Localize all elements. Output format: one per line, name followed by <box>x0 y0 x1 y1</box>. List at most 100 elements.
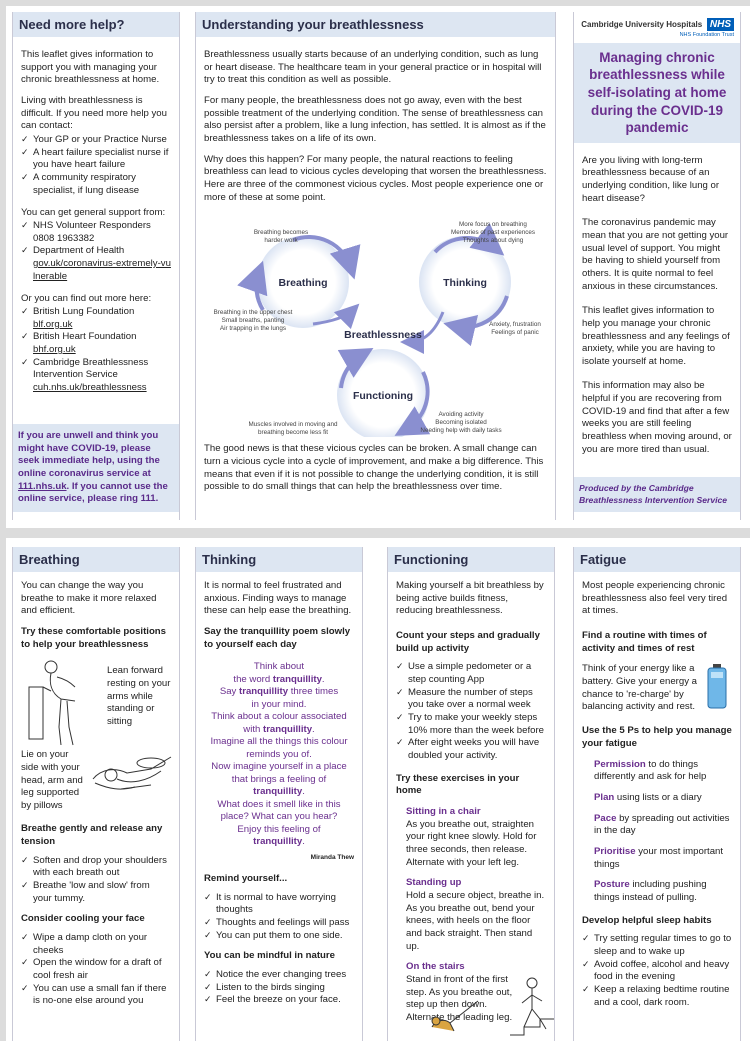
nhs-logo-block: Cambridge University Hospitals NHS NHS F… <box>574 12 740 39</box>
thinking-panel: Thinking It is normal to feel frustrated… <box>195 547 363 1041</box>
position-lie-side: Lie on your side with your head, arm and… <box>21 749 172 819</box>
list-item: Try to make your weekly steps 10% more t… <box>396 712 546 737</box>
list-item: You can put them to one side. <box>204 930 354 943</box>
list-item: Notice the ever changing trees <box>204 969 354 982</box>
lean-forward-illustration <box>28 660 76 746</box>
poem-line: Say tranquillity three times <box>219 686 339 698</box>
list-item: A heart failure specialist nurse if you … <box>21 147 171 172</box>
list-item: Your GP or your Practice Nurse <box>21 134 171 147</box>
list-item: Department of Healthgov.uk/coronavirus-e… <box>21 245 171 283</box>
cycle-arrow <box>394 371 431 437</box>
list-item: Open the window for a draft of cool fres… <box>21 957 171 982</box>
breathing-label: Breathing <box>278 277 327 289</box>
nhs111-link[interactable]: 111.nhs.uk <box>18 480 67 492</box>
cycle-arrow <box>292 235 361 280</box>
more-info-text: Or you can find out more here: <box>21 293 152 305</box>
diagram-note: Thoughts about dying <box>463 237 524 244</box>
poem-line: Now imagine yourself in a place <box>211 761 347 773</box>
list-item: Cambridge Breathlessness Intervention Se… <box>21 357 171 395</box>
org-name: Cambridge University Hospitals <box>581 20 703 29</box>
poem-line: Enjoy this feeling of <box>237 823 321 835</box>
cuh-link[interactable]: cuh.nhs.uk/breathlessness <box>33 381 147 393</box>
nhs-logo: NHS <box>706 18 734 32</box>
need-help-panel: Need more help? This leaflet gives infor… <box>12 12 180 520</box>
cooling-list: Wipe a damp cloth on your cheeks Open th… <box>21 932 171 1008</box>
poem-line: What does it smell like in this <box>217 798 341 810</box>
remind-heading: Remind yourself... <box>204 873 288 885</box>
stairs-illustration <box>510 977 554 1036</box>
diagram-note: Small breaths, panting <box>222 317 285 324</box>
exercise-title: Sitting in a chair <box>406 806 481 817</box>
bhf-link[interactable]: bhf.org.uk <box>33 343 76 355</box>
diagram-note: Anxiety, frustration <box>489 321 541 328</box>
poem-author: Miranda Thew <box>310 854 354 862</box>
exercise-text: Hold a secure object, breathe in. As you… <box>406 889 545 952</box>
diagram-note: Breathing becomes <box>254 229 308 236</box>
need-help-title: Need more help? <box>13 12 179 38</box>
trust-name: NHS Foundation Trust <box>679 31 734 38</box>
cover-footer: Produced by the Cambridge Breathlessness… <box>574 477 740 512</box>
exercise-title: Standing up <box>406 877 462 889</box>
functioning-label: Functioning <box>353 390 413 402</box>
list-item: Pace by spreading out activities in the … <box>594 812 730 837</box>
list-item: Feel the breeze on your face. <box>204 994 354 1007</box>
living-text: Living with breathlessness is difficult.… <box>21 95 167 132</box>
cover-p4: This information may also be helpful if … <box>582 380 732 455</box>
poem-line: reminds you of. <box>246 748 312 760</box>
breathing-panel: Breathing You can change the way you bre… <box>12 547 180 1041</box>
cycle-arrow <box>400 311 445 355</box>
blf-link[interactable]: blf.org.uk <box>33 318 73 330</box>
list-item: A community respiratory specialist, if l… <box>21 172 171 197</box>
exercise-text: As you breathe out, straighten your righ… <box>406 818 537 868</box>
cycle-arrow <box>312 304 360 330</box>
list-item: You can use a small fan if there is no-o… <box>21 983 171 1008</box>
thinking-title: Thinking <box>196 547 362 573</box>
poem-line: Think about a colour associated <box>211 711 347 723</box>
diagram-note: Becoming isolated <box>435 419 487 426</box>
poem-heading: Say the tranquillity poem slowly to your… <box>204 626 351 650</box>
fatigue-p1: Most people experiencing chronic breathl… <box>582 580 728 617</box>
understanding-p4: The good news is that these vicious cycl… <box>204 443 544 493</box>
list-item: Listen to the birds singing <box>204 982 354 995</box>
cycle-arrow <box>237 261 268 312</box>
poem-line: Think about <box>253 661 305 673</box>
understanding-p3: Why does this happen? For many people, t… <box>204 153 547 203</box>
understanding-p2: For many people, the breathlessness does… <box>204 95 546 145</box>
battery-block: Think of your energy like a battery. Giv… <box>582 663 732 717</box>
poem-line: that brings a feeling of <box>231 773 327 785</box>
mindful-heading: You can be mindful in nature <box>204 950 335 962</box>
diagram-note: Feelings of panic <box>491 329 539 336</box>
diagram-note: harder work <box>264 237 298 244</box>
gov-link[interactable]: gov.uk/coronavirus-extremely-vulnerable <box>33 258 171 282</box>
breathing-circle <box>257 236 349 329</box>
fatigue-panel: Fatigue Most people experiencing chronic… <box>573 547 741 1041</box>
cover-panel: Cambridge University Hospitals NHS NHS F… <box>573 12 741 520</box>
position-lean-text: Lean forward resting on your arms while … <box>107 665 171 728</box>
cycle-arrow <box>443 295 509 347</box>
vicious-cycles-diagram: Breathing Thinking Functioning Breathles… <box>214 221 541 438</box>
understanding-p1: Breathlessness usually starts because of… <box>204 49 542 86</box>
cycle-arrow <box>337 348 374 389</box>
diagram-note: breathing become less fit <box>258 429 328 436</box>
sleep-list: Try setting regular times to go to sleep… <box>582 933 732 1009</box>
poem-line: place? What can you hear? <box>220 811 338 823</box>
functioning-p1: Making yourself a bit breathless by bein… <box>396 580 544 617</box>
lying-side-illustration <box>92 757 172 791</box>
list-item: Use a simple pedometer or a step countin… <box>396 661 546 686</box>
breathe-gently-heading: Breathe gently and release any tension <box>21 823 163 848</box>
positions-heading: Try these comfortable positions to help … <box>21 626 167 650</box>
list-item: Measure the number of steps you take ove… <box>396 687 546 712</box>
steps-heading: Count your steps and gradually build up … <box>396 630 540 654</box>
exercise-title: On the stairs <box>406 961 465 973</box>
understanding-title: Understanding your breathlessness <box>196 12 555 38</box>
general-support-text: You can get general support from: <box>21 207 166 219</box>
breathe-gently-list: Soften and drop your shoulders with each… <box>21 855 171 906</box>
battery-text: Think of your energy like a battery. Giv… <box>582 663 698 713</box>
sleep-heading: Develop helpful sleep habits <box>582 914 712 926</box>
thinking-circle <box>419 236 511 329</box>
steps-list: Use a simple pedometer or a step countin… <box>396 661 546 762</box>
position-lie-text: Lie on your side with your head, arm and… <box>21 749 83 812</box>
cover-title: Managing chronic breathlessness while se… <box>574 42 740 143</box>
